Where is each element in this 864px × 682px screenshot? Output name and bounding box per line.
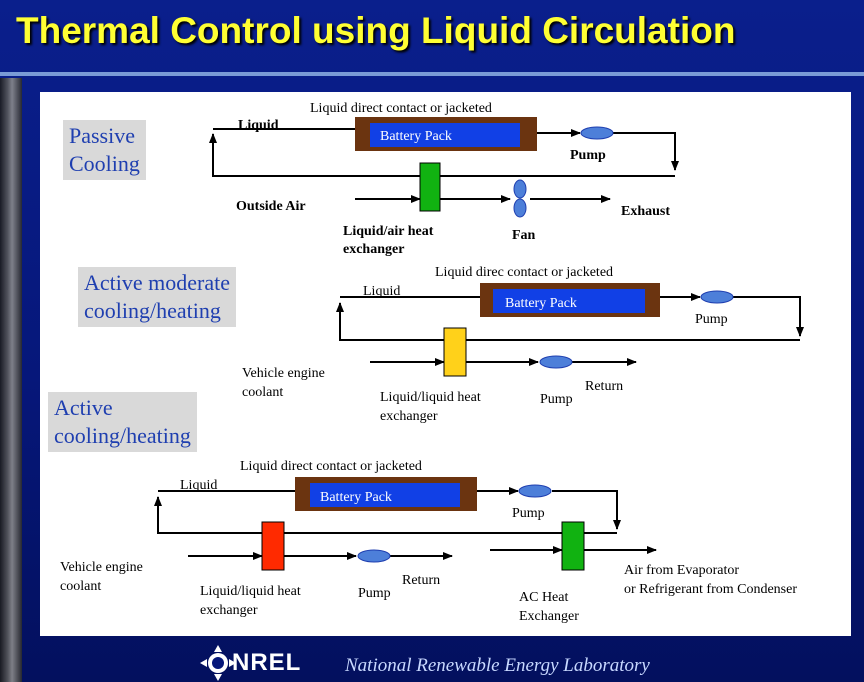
ac-exchanger-label-b: Exchanger (519, 609, 579, 624)
pump-1 (580, 126, 614, 140)
return-pump-1 (539, 355, 573, 369)
passive-cooling-label: Passive Cooling (63, 120, 146, 180)
nrel-logo-text: NREL (232, 649, 302, 676)
pump-label-3: Pump (512, 506, 545, 521)
return-pump-label-1: Pump (540, 392, 573, 407)
active-loop (154, 487, 657, 560)
pump-2 (700, 290, 734, 304)
passive-cooling-loop (209, 128, 679, 203)
caption-1: Liquid direct contact or jacketed (310, 101, 492, 116)
left-photo-edge (0, 78, 22, 682)
pump-3 (518, 484, 552, 498)
return-label-2: Return (402, 573, 441, 588)
ac-output-label-a: Air from Evaporator (624, 563, 740, 578)
liquid-liquid-exchanger-2 (261, 521, 285, 571)
return-pump-2 (357, 549, 391, 563)
diagram-panel: Battery Pack Battery Pack (40, 92, 851, 636)
fan-label: Fan (512, 228, 536, 243)
exchanger-label-2b: exchanger (380, 409, 438, 424)
return-pump-label-2: Pump (358, 586, 391, 601)
engine-coolant-label-1b: coolant (242, 385, 284, 400)
label-line: Active moderate (84, 270, 230, 295)
nrel-logo-icon (200, 645, 236, 681)
label-line: Active (54, 395, 113, 420)
return-label-1: Return (585, 379, 624, 394)
footer-org-name: National Renewable Energy Laboratory (345, 655, 650, 676)
liquid-label-3: Liquid (180, 478, 218, 493)
caption-3: Liquid direct contact or jacketed (240, 459, 422, 474)
label-line: Cooling (69, 151, 140, 176)
engine-coolant-label-2b: coolant (60, 579, 102, 594)
label-line: Passive (69, 123, 135, 148)
fan-icon (513, 179, 527, 218)
ac-output-label-b: or Refrigerant from Condenser (624, 582, 797, 597)
exchanger-label-3b: exchanger (200, 603, 258, 618)
liquid-liquid-exchanger-1 (443, 327, 467, 377)
pump-label-2: Pump (695, 312, 728, 327)
battery-pack-label-3: Battery Pack (320, 490, 392, 505)
liquid-label-2: Liquid (363, 284, 401, 299)
pump-label-1: Pump (570, 148, 606, 163)
caption-2: Liquid direc contact or jacketed (435, 265, 614, 280)
title-divider (0, 72, 864, 76)
outside-air-label: Outside Air (236, 199, 306, 214)
exchanger-label-3a: Liquid/liquid heat (200, 584, 301, 599)
active-moderate-label: Active moderate cooling/heating (78, 267, 236, 327)
active-cooling-label: Active cooling/heating (48, 392, 197, 452)
battery-pack-label-1: Battery Pack (380, 129, 452, 144)
exchanger-label-1a: Liquid/air heat (343, 224, 434, 239)
label-line: cooling/heating (84, 298, 221, 323)
ac-exchanger-label-a: AC Heat (519, 590, 569, 605)
exchanger-label-2a: Liquid/liquid heat (380, 390, 481, 405)
exchanger-label-1b: exchanger (343, 242, 405, 257)
engine-coolant-label-1a: Vehicle engine (242, 366, 325, 381)
liquid-label-1: Liquid (238, 118, 279, 133)
engine-coolant-label-2a: Vehicle engine (60, 560, 143, 575)
diagram-canvas: Battery Pack Battery Pack (154, 117, 804, 571)
exhaust-label: Exhaust (621, 204, 671, 219)
active-moderate-loop (336, 293, 804, 366)
label-line: cooling/heating (54, 423, 191, 448)
ac-heat-exchanger (561, 521, 585, 571)
battery-pack-label-2: Battery Pack (505, 296, 577, 311)
slide-title: Thermal Control using Liquid Circulation (16, 10, 736, 51)
liquid-air-exchanger (419, 162, 441, 212)
